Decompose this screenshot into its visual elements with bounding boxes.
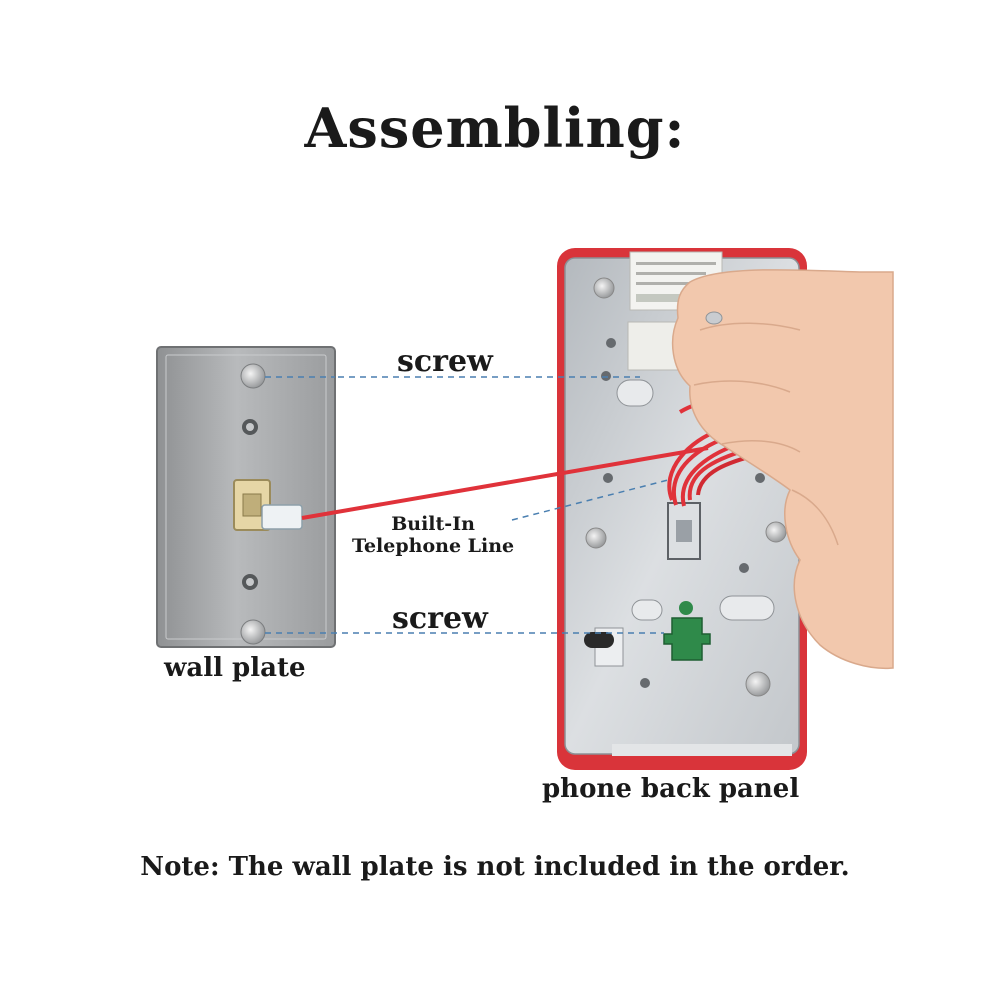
green-keyhole [663, 617, 711, 661]
wall-plate-label: wall plate [164, 653, 306, 683]
screw-bottom-label: screw [392, 601, 488, 636]
rj11-plug [261, 504, 303, 530]
telephone-cord [301, 446, 709, 520]
guide-lines [265, 376, 669, 634]
hand-illustration [671, 268, 894, 670]
built-in-label-line-2: Telephone Line [352, 535, 515, 557]
page-title: Assembling: [304, 96, 686, 160]
wall-plate-screw-bottom [240, 619, 266, 645]
wall-plate-screw-top [240, 363, 266, 389]
phone-back-panel-label: phone back panel [542, 774, 800, 804]
screw-top-label: screw [397, 344, 493, 379]
note-text: Note: The wall plate is not included in … [140, 852, 850, 882]
built-in-label-line-1: Built-In [391, 513, 475, 535]
built-in-telephone-line-label: Built-In Telephone Line [352, 513, 514, 557]
wall-plate [156, 346, 336, 648]
